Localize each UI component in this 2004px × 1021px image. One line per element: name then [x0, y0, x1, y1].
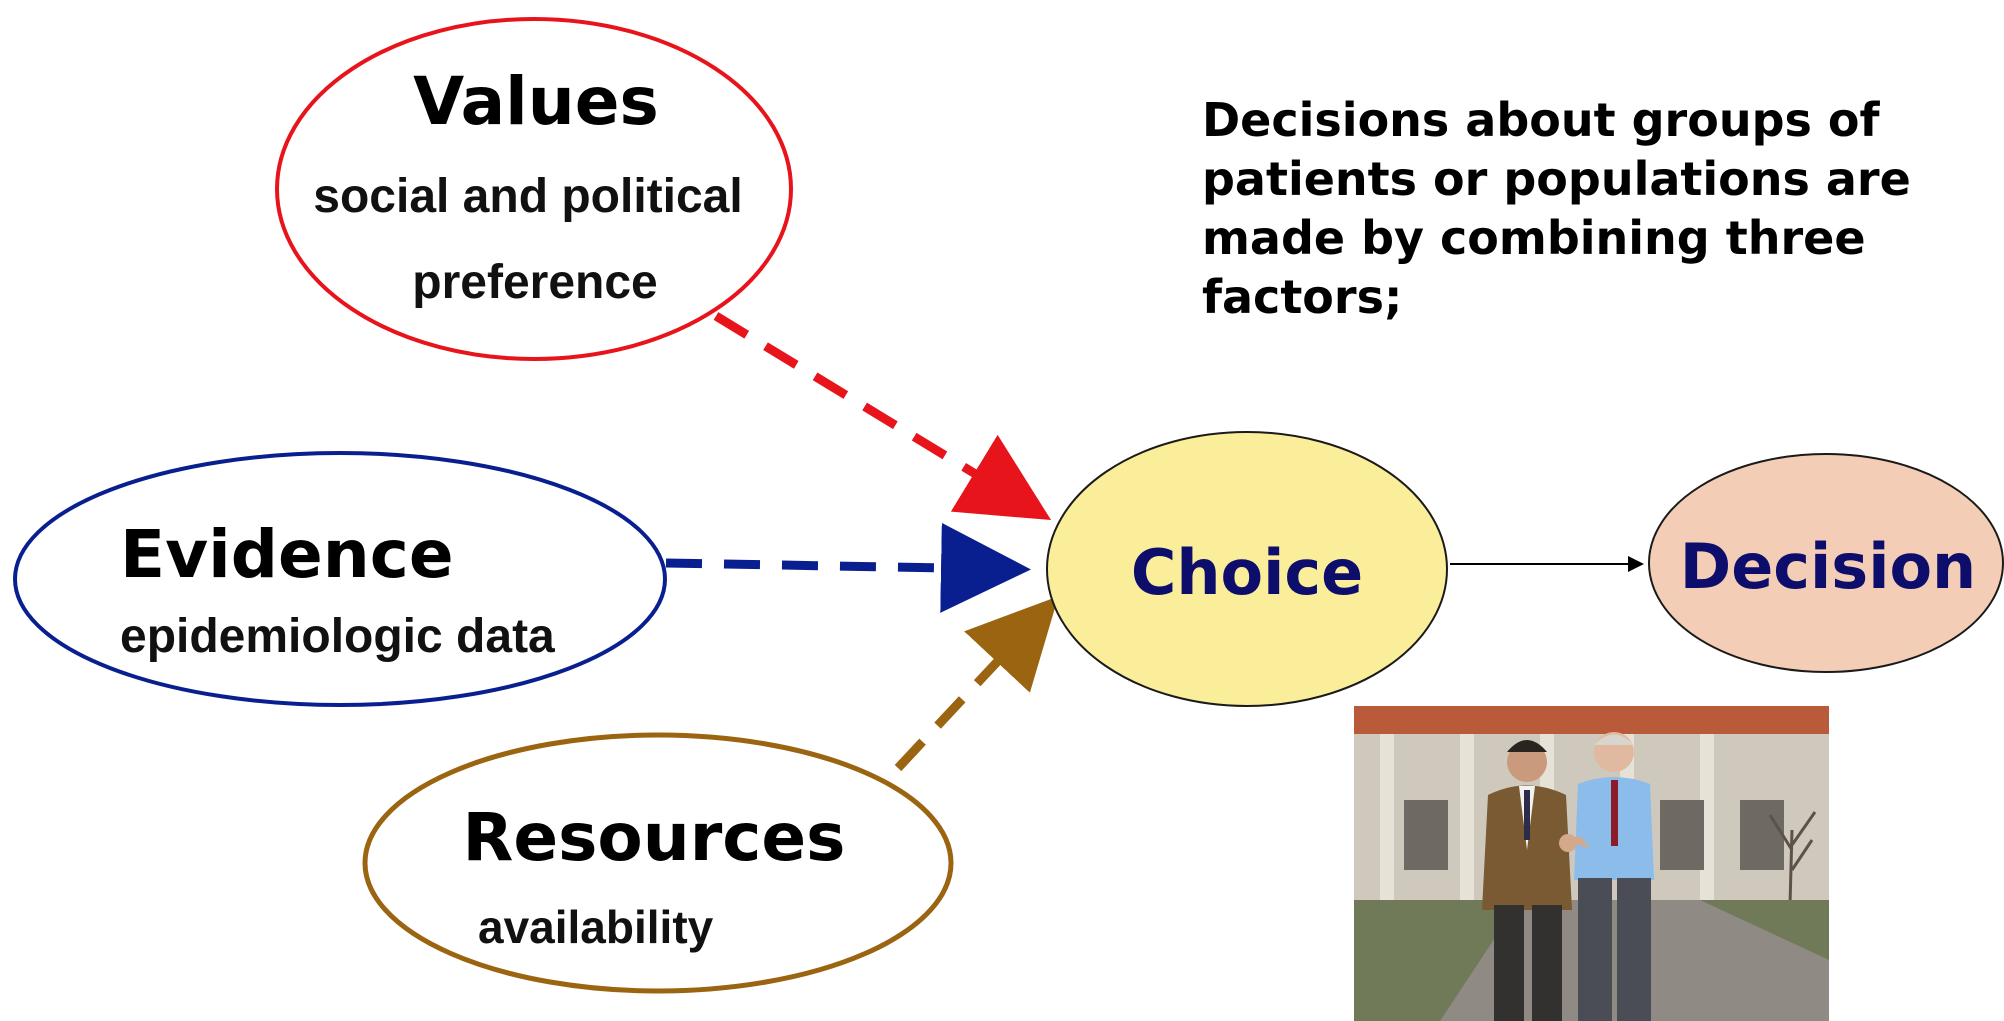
values-subtitle-line-2: preference — [412, 256, 657, 309]
resources-ellipse — [362, 732, 954, 994]
evidence-title: Evidence — [120, 516, 454, 593]
values-node: Values social and political preference — [275, 17, 793, 361]
evidence-node: Evidence epidemiologic data — [13, 451, 667, 707]
caption-line-2: patients or populations are — [1202, 152, 1911, 206]
choice-node: Choice — [1046, 431, 1448, 707]
decision-ellipse — [1648, 453, 2004, 673]
choice-label: Choice — [1131, 536, 1363, 609]
caption-line-4: factors; — [1202, 270, 1402, 324]
resources-to-choice-arrow — [894, 596, 1059, 772]
decision-label: Decision — [1680, 530, 1976, 603]
evidence-ellipse — [13, 451, 667, 707]
caption-line-1: Decisions about groups of — [1202, 93, 1881, 147]
resources-node: Resources availability — [362, 732, 954, 994]
values-subtitle-line-1: social and political — [313, 170, 742, 223]
choice-ellipse — [1046, 431, 1448, 707]
evidence-to-choice-arrow — [665, 522, 1031, 613]
evidence-subtitle: epidemiologic data — [120, 610, 555, 663]
resources-subtitle: availability — [478, 901, 714, 953]
decision-node: Decision — [1648, 453, 2004, 673]
values-to-choice-arrow — [713, 312, 1052, 521]
values-ellipse — [275, 17, 793, 361]
resources-title: Resources — [463, 799, 846, 876]
values-title: Values — [413, 63, 659, 140]
photo-two-men-shaking-hands — [1354, 706, 1829, 1021]
caption-line-3: made by combining three — [1202, 211, 1866, 265]
